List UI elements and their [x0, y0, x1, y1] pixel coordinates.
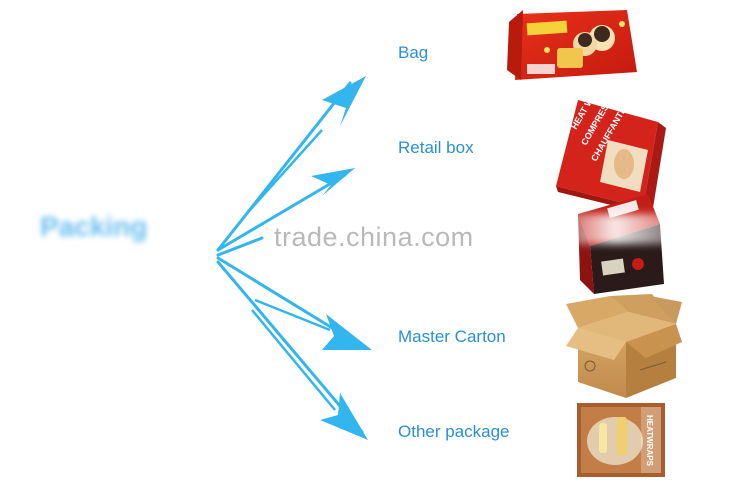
- packing-heading-obscured: Packing: [40, 211, 148, 242]
- branch-label-bag: Bag: [398, 43, 429, 62]
- branch-label-master-carton: Master Carton: [398, 327, 506, 346]
- arrowhead-retail-box: [311, 168, 355, 196]
- printed-box-image: [578, 194, 664, 294]
- cardboard-carton-image: [566, 294, 682, 398]
- snack-bag-image: [507, 10, 637, 80]
- arrowhead-bag: [322, 76, 366, 126]
- arrow-to-printed-box: [216, 236, 264, 257]
- arrowhead-master-carton: [322, 314, 372, 350]
- arrow-to-retail-box: [216, 173, 347, 252]
- arrow-to-other-package: [216, 260, 364, 434]
- heat-wrap-retail-box-image: HEAT WRAP COMPRESSE CHAUFFANTE: [556, 79, 666, 214]
- blister-package-image: HEATWRAPS: [577, 403, 665, 477]
- blur-strip: [560, 214, 670, 244]
- blister-text: HEATWRAPS: [645, 415, 654, 467]
- arrowhead-other-package: [320, 393, 368, 440]
- arrow-to-bag: [216, 81, 352, 252]
- branch-label-other-package: Other package: [398, 422, 510, 441]
- arrow-spur: [251, 309, 336, 411]
- watermark: trade.china.com: [274, 222, 474, 252]
- arrow-spur: [254, 298, 331, 332]
- branch-label-retail-box: Retail box: [398, 138, 474, 157]
- arrow-spur: [249, 129, 323, 211]
